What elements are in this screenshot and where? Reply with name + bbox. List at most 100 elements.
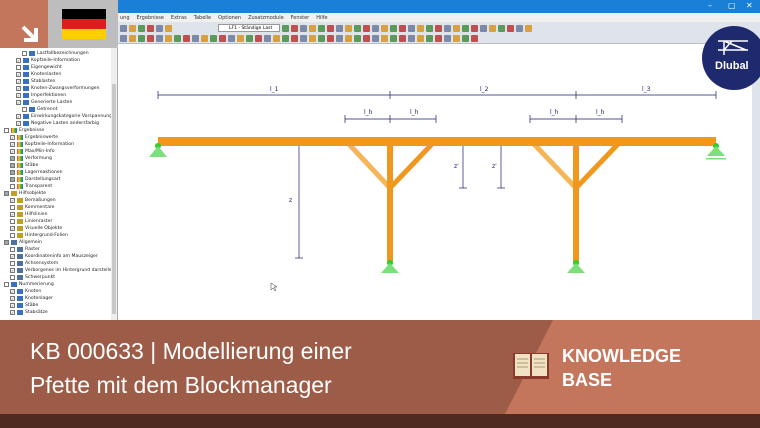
toolbar-button-icon[interactable] [516,24,523,32]
checkbox[interactable] [10,163,15,168]
toolbar-button-icon[interactable] [354,24,361,32]
minimize-button[interactable]: – [708,1,712,10]
toolbar-button-icon[interactable] [165,24,172,32]
toolbar-button-icon[interactable] [147,24,154,32]
toolbar-button-icon[interactable] [156,34,163,42]
toolbar-button-icon[interactable] [426,24,433,32]
toolbar-button-icon[interactable] [498,24,505,32]
menu-item[interactable]: Extras [170,14,187,21]
tree-item[interactable]: Linienraster [0,218,117,225]
tree-item[interactable]: Stäbe [0,162,117,169]
checkbox[interactable] [10,205,15,210]
toolbar-button-icon[interactable] [372,34,379,42]
toolbar-button-icon[interactable] [300,34,307,42]
toolbar-button-icon[interactable] [291,34,298,42]
checkbox[interactable]: ✓ [16,121,21,126]
checkbox[interactable] [22,107,27,112]
toolbar-button-icon[interactable] [471,34,478,42]
checkbox[interactable] [10,261,15,266]
tree-item[interactable]: Schwerpunkt [0,274,117,281]
toolbar-button-icon[interactable] [273,34,280,42]
checkbox[interactable]: ✓ [10,135,15,140]
checkbox[interactable]: ✓ [10,296,15,301]
toolbar-button-icon[interactable] [390,34,397,42]
tree-item[interactable]: Verformung [0,155,117,162]
checkbox[interactable]: ✓ [16,93,21,98]
checkbox[interactable]: ✓ [10,289,15,294]
toolbar-button-icon[interactable] [282,34,289,42]
toolbar-button-icon[interactable] [390,24,397,32]
close-button[interactable]: ✕ [746,1,753,10]
tree-item[interactable]: ✓Einwirkungskategorie Vorspannung [0,113,117,120]
checkbox[interactable] [10,247,15,252]
toolbar-button-icon[interactable] [291,24,298,32]
tree-item[interactable]: Transparent [0,183,117,190]
tree-item[interactable]: Hilfsobjekte [0,190,117,197]
toolbar-button-icon[interactable] [525,24,532,32]
checkbox[interactable] [4,282,9,287]
toolbar-button-icon[interactable] [435,34,442,42]
toolbar-button-icon[interactable] [363,34,370,42]
toolbar-button-icon[interactable] [336,34,343,42]
toolbar-button-icon[interactable] [507,24,514,32]
toolbar-button-icon[interactable] [444,34,451,42]
tree-item[interactable]: Ergebnisse [0,127,117,134]
tree-item[interactable]: ✓Knoten-Zwangsverformungen [0,85,117,92]
toolbar-button-icon[interactable] [327,24,334,32]
toolbar-button-icon[interactable] [471,24,478,32]
checkbox[interactable]: ✓ [10,268,15,273]
toolbar-button-icon[interactable] [129,34,136,42]
tree-item[interactable]: Hintergrund-Folien [0,232,117,239]
tree-item[interactable]: ✓Knoten [0,288,117,295]
toolbar-button-icon[interactable] [453,34,460,42]
checkbox[interactable]: ✓ [10,310,15,315]
menu-item[interactable]: Fenster [290,14,310,21]
checkbox[interactable]: ✓ [16,100,21,105]
toolbar-button-icon[interactable] [129,24,136,32]
tree-item[interactable]: ✓Knotenlasten [0,71,117,78]
scrollbar[interactable] [111,44,117,320]
checkbox[interactable] [10,170,15,175]
menu-item[interactable]: Hilfe [316,14,328,21]
toolbar-button-icon[interactable] [444,24,451,32]
toolbar-button-icon[interactable] [255,34,262,42]
toolbar-button-icon[interactable] [363,24,370,32]
checkbox[interactable]: ✓ [16,79,21,84]
tree-item[interactable]: Darstellungsart [0,176,117,183]
tree-item[interactable]: ✓Kopfzeile-Information [0,141,117,148]
checkbox[interactable] [10,233,15,238]
toolbar-button-icon[interactable] [138,24,145,32]
checkbox[interactable]: ✓ [10,303,15,308]
menu-item[interactable]: ung [120,14,130,21]
toolbar-button-icon[interactable] [246,34,253,42]
toolbar-button-icon[interactable] [480,24,487,32]
toolbar-button-icon[interactable] [147,34,154,42]
toolbar-button-icon[interactable] [345,34,352,42]
toolbar-button-icon[interactable] [417,24,424,32]
members[interactable] [158,137,716,262]
load-case-select[interactable]: LF1 - Ständige Last [218,24,280,32]
tree-item[interactable]: Lagerreaktionen [0,169,117,176]
toolbar-button-icon[interactable] [435,24,442,32]
tree-item[interactable]: Allgemein [0,239,117,246]
tree-item[interactable]: ✓Max/Min-Info [0,148,117,155]
toolbar-button-icon[interactable] [183,34,190,42]
tree-item[interactable]: ✓Stabsätze [0,309,117,316]
toolbar-button-icon[interactable] [210,34,217,42]
tree-item[interactable]: Eigengewicht [0,64,117,71]
toolbar-button-icon[interactable] [381,34,388,42]
tree-item[interactable]: Raster [0,246,117,253]
tree-item[interactable]: ✓Kopfzeile-Information [0,57,117,64]
tree-item[interactable]: ✓Generierte Lasten [0,99,117,106]
checkbox[interactable]: ✓ [10,142,15,147]
toolbar-button-icon[interactable] [462,34,469,42]
tree-item[interactable]: Kommentare [0,204,117,211]
checkbox[interactable]: ✓ [10,254,15,259]
toolbar-button-icon[interactable] [138,34,145,42]
tree-item[interactable]: ✓Ergebniswerte [0,134,117,141]
checkbox[interactable] [4,240,9,245]
checkbox[interactable] [22,51,27,56]
checkbox[interactable]: ✓ [16,86,21,91]
toolbar-button-icon[interactable] [453,24,460,32]
checkbox[interactable] [10,219,15,224]
